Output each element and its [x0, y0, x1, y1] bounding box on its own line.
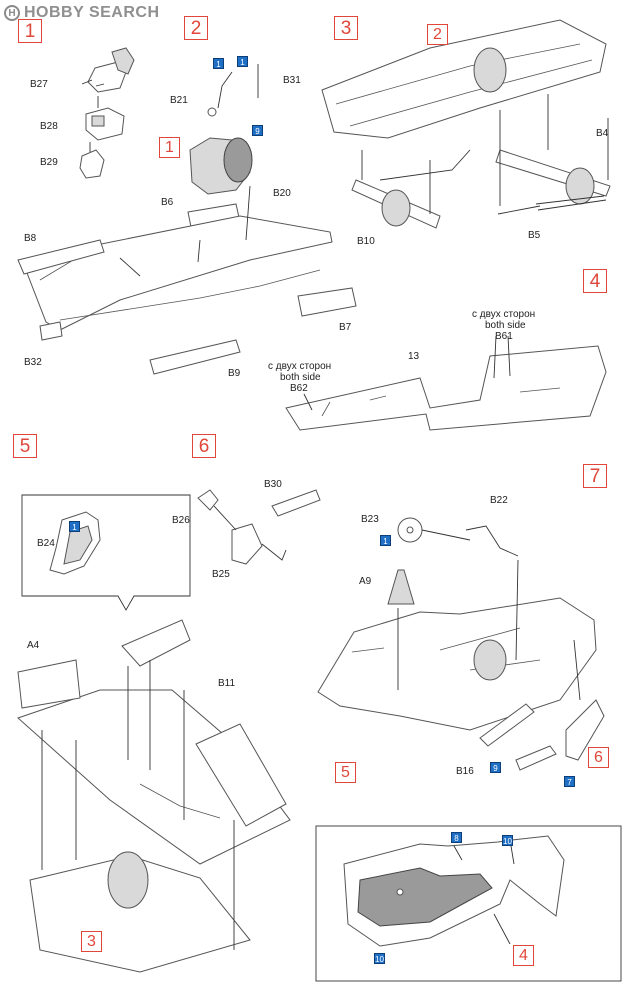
ref-step-3-box: 3	[81, 931, 102, 952]
label-b7: B7	[339, 322, 352, 333]
label-b32: B32	[24, 357, 42, 368]
label-b9: B9	[228, 368, 241, 379]
label-b27: B27	[30, 79, 48, 90]
ref-step-6-box: 6	[588, 747, 609, 768]
logo-text: HOBBY SEARCH	[24, 4, 160, 21]
label-b8: B8	[24, 233, 37, 244]
label-b30: B30	[264, 479, 282, 490]
step-1-box: 1	[18, 19, 42, 43]
detail-inset	[315, 825, 622, 982]
note-both-side-en-2: both side	[280, 372, 321, 383]
paint-badge-1d: 1	[380, 535, 391, 546]
paint-badge-7: 7	[564, 776, 575, 787]
step-5-box: 5	[13, 434, 37, 458]
paint-badge-10b: 10	[374, 953, 385, 964]
label-b4: B4	[596, 128, 609, 139]
label-b16: B16	[456, 766, 474, 777]
step4-parts	[285, 335, 607, 431]
step-7-box: 7	[583, 464, 607, 488]
label-b6: B6	[161, 197, 174, 208]
paint-badge-8: 8	[451, 832, 462, 843]
ref-step-2-box: 2	[427, 24, 448, 45]
label-b20: B20	[273, 188, 291, 199]
label-b23: B23	[361, 514, 379, 525]
step3-parts	[321, 19, 611, 229]
note-both-side-ru-1: с двух сторон	[472, 309, 536, 320]
paint-badge-9b: 9	[490, 762, 501, 773]
step-3-box: 3	[334, 16, 358, 40]
label-b11: B11	[218, 678, 236, 689]
label-b61: B61	[495, 331, 513, 342]
label-b24: B24	[37, 538, 55, 549]
step-2-box: 2	[184, 16, 208, 40]
step1-parts	[79, 47, 135, 179]
paint-badge-10a: 10	[502, 835, 513, 846]
paint-badge-1a: 1	[213, 58, 224, 69]
label-b62: B62	[290, 383, 308, 394]
label-b5: B5	[528, 230, 541, 241]
label-b25: B25	[212, 569, 230, 580]
step2-parts	[17, 64, 357, 375]
label-b26: B26	[172, 515, 190, 526]
step-4-box: 4	[583, 269, 607, 293]
ref-step-4-box: 4	[513, 945, 534, 966]
label-b31: B31	[283, 75, 301, 86]
label-b10: B10	[357, 236, 375, 247]
paint-badge-1c: 1	[69, 521, 80, 532]
step6-parts	[197, 489, 321, 565]
step7-parts	[317, 517, 605, 771]
label-b29: B29	[40, 157, 58, 168]
label-b28: B28	[40, 121, 58, 132]
step5-parts	[17, 494, 291, 973]
paint-badge-1b: 1	[237, 56, 248, 67]
logo-mark: H	[4, 5, 20, 21]
label-a9: A9	[359, 576, 372, 587]
hobby-search-logo: H HOBBY SEARCH	[4, 4, 160, 22]
ref-step-1-box: 1	[159, 137, 180, 158]
label-a4: A4	[27, 640, 40, 651]
note-both-side-en-1: both side	[485, 320, 526, 331]
label-b22: B22	[490, 495, 508, 506]
step-6-box: 6	[192, 434, 216, 458]
ref-step-5-box: 5	[335, 762, 356, 783]
label-b21: B21	[170, 95, 188, 106]
note-both-side-ru-2: с двух сторон	[268, 361, 332, 372]
label-part-13: 13	[408, 351, 420, 362]
paint-badge-9a: 9	[252, 125, 263, 136]
